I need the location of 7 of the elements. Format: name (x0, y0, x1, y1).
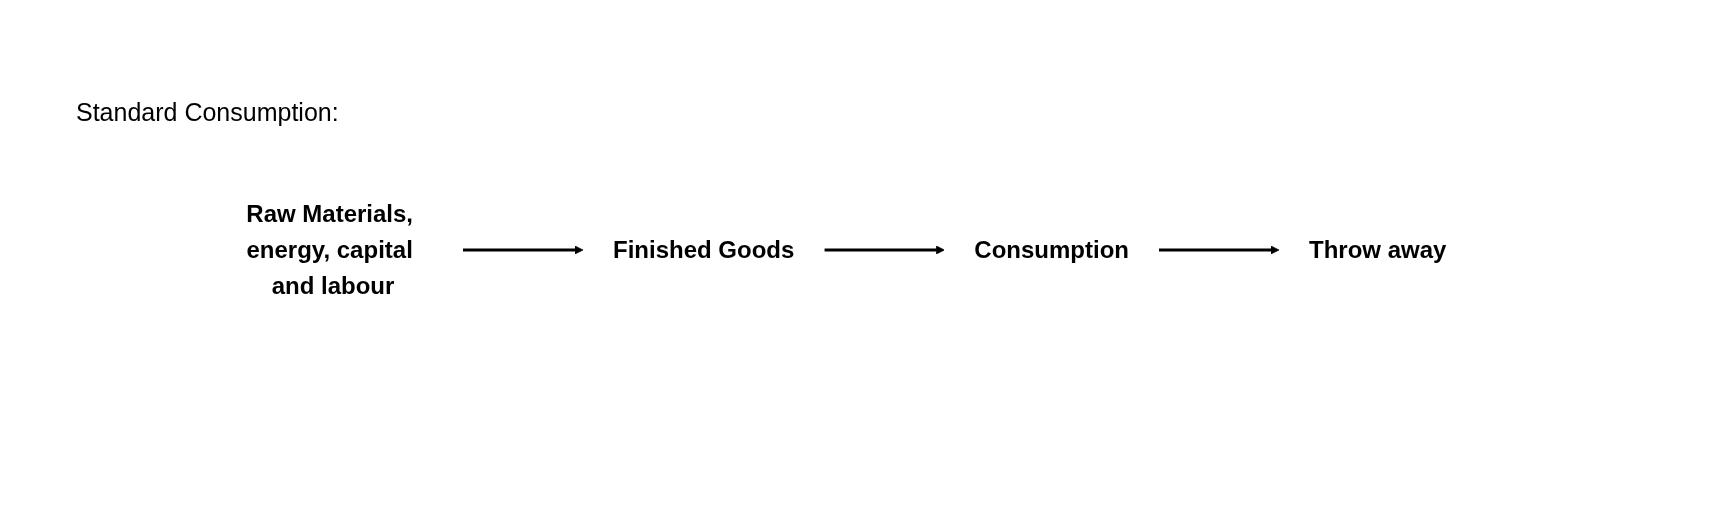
arrow (1159, 245, 1280, 255)
node-text: Raw Materials, energy, capital and labour (246, 200, 414, 299)
node-text: Consumption (974, 236, 1130, 263)
diagram-title: Standard Consumption: (76, 98, 339, 127)
node-text: Throw away (1309, 236, 1447, 263)
node-text: Finished Goods (613, 236, 795, 263)
arrow (463, 245, 584, 255)
